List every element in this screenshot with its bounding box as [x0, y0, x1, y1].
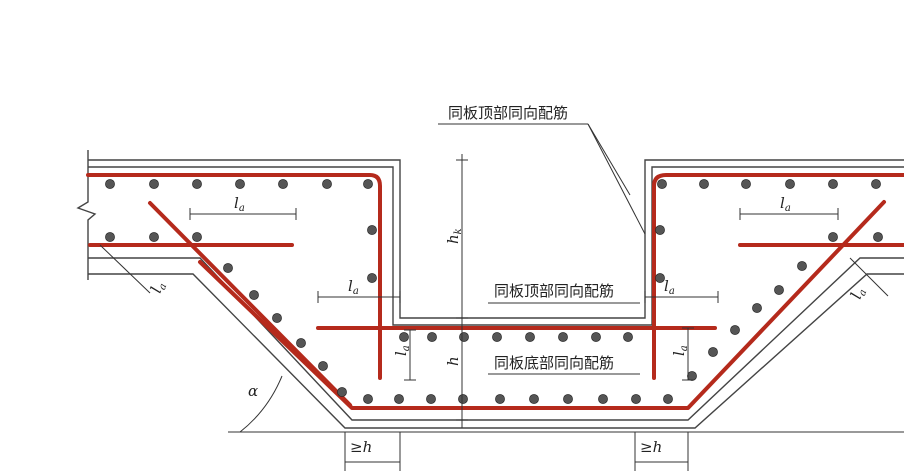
svg-text:la: la — [664, 277, 675, 297]
anchor-label-left-top: l — [234, 194, 239, 212]
rebar-left-top — [86, 173, 382, 380]
rebar-bottom — [198, 200, 886, 410]
anchor-label-right-diag: l — [847, 291, 866, 302]
anchor-label-right-mid: l — [664, 277, 669, 295]
anchor-label-left-mid: l — [348, 277, 353, 295]
svg-text:la: la — [234, 194, 245, 214]
height-label: h — [444, 356, 462, 366]
svg-text:la: la — [147, 279, 169, 296]
rebar-right-top — [652, 173, 904, 380]
anchor-label-right-vert: l — [670, 351, 688, 356]
svg-text:la: la — [670, 345, 690, 356]
concrete-outline — [76, 150, 904, 429]
height-k-label: h — [444, 234, 462, 244]
diagram-labels: 同板顶部同向配筋 同板顶部同向配筋 同板底部同向配筋 la la la la l… — [147, 104, 869, 456]
top-callout-label: 同板顶部同向配筋 — [448, 104, 568, 122]
anchor-label-left-vert: l — [392, 351, 410, 356]
rebar-group — [86, 173, 904, 410]
min-length-label-left: ≥h — [350, 438, 372, 456]
svg-text:la: la — [348, 277, 359, 297]
svg-text:hk: hk — [444, 228, 464, 244]
svg-text:la: la — [847, 285, 869, 302]
anchor-label-left-diag: l — [147, 285, 166, 296]
svg-text:la: la — [780, 194, 791, 214]
anchor-label-right-top: l — [780, 194, 785, 212]
middle-top-label: 同板顶部同向配筋 — [494, 282, 614, 300]
dimension-lines — [99, 123, 904, 471]
min-length-label-right: ≥h — [640, 438, 662, 456]
middle-bottom-label: 同板底部同向配筋 — [494, 354, 614, 372]
angle-label: α — [248, 382, 258, 400]
svg-text:la: la — [392, 345, 412, 356]
rebar-dots — [105, 179, 883, 404]
